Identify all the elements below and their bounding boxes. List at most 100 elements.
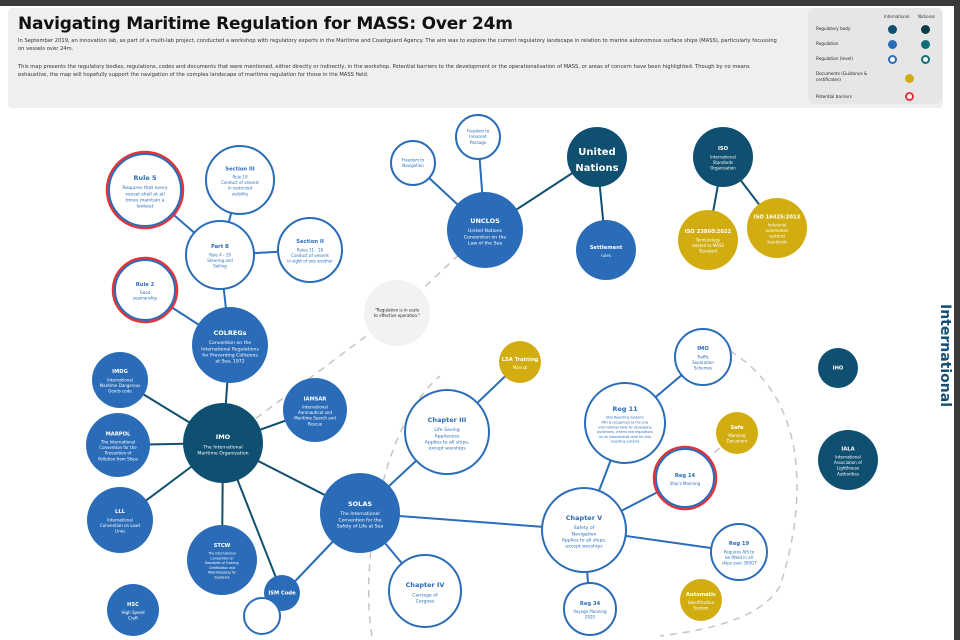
node-circle [678, 210, 738, 270]
node-line: Craft [128, 616, 138, 621]
node-line: Prevention of [105, 451, 132, 456]
node-line: ships over 300GT [722, 560, 757, 565]
node-line: Requires AIS to [724, 549, 755, 554]
node-circle [747, 198, 807, 258]
page: Navigating Maritime Regulation for MASS:… [0, 6, 954, 640]
node-title: Safe [730, 425, 743, 431]
node-line: The International [100, 439, 135, 444]
node-line: Safety of [574, 525, 595, 531]
node-circle [576, 220, 636, 280]
header-panel: Navigating Maritime Regulation for MASS:… [8, 8, 943, 108]
node-circle [567, 127, 627, 187]
node-line: on an international level for ship [599, 435, 651, 439]
node-line: Traffic [696, 354, 709, 359]
legend-regulation: Regulation [816, 41, 839, 46]
node-line: Freedom to [402, 157, 425, 162]
node-circle [187, 525, 257, 595]
node-circle [447, 192, 523, 268]
node-circle [499, 341, 541, 383]
node-title: Reg 14 [675, 473, 696, 479]
node-line: Navigation [402, 163, 424, 168]
node-circle [563, 582, 617, 636]
node-iso16425[interactable]: ISO 16425:2013Industrialautomationsystem… [747, 198, 807, 258]
node-line: Separation [692, 360, 714, 365]
node-line: Manual [513, 365, 528, 370]
node-circle [693, 127, 753, 187]
node-line: Rescue [308, 421, 323, 426]
node-title: SOLAS [348, 500, 372, 508]
node-line: Applies to all ships, [562, 537, 607, 543]
node-line: lookout [137, 204, 154, 210]
node-line: "Regulation is in scale [375, 307, 420, 312]
node-circle [192, 307, 268, 383]
node-line: Aeronautical and [298, 410, 332, 415]
legend-documents: Documents (Guidance & certificates) [816, 71, 868, 82]
node-line: seamanship [133, 296, 158, 301]
node-line: Convention on Load [100, 523, 140, 528]
node-line: except warships [565, 544, 603, 550]
node-line: Applies to all ships, [425, 439, 470, 445]
node-line: Good [140, 290, 151, 295]
node-line: Watchkeeping for [208, 571, 237, 575]
node-line: Standards [713, 160, 733, 165]
node-line: The International [202, 444, 242, 450]
node-line: standards [767, 239, 787, 244]
node-line: Manning [728, 433, 746, 438]
node-line: to effective operation." [374, 313, 420, 318]
node-line: Law of the Sea [468, 241, 502, 247]
node-line: Maritime Search and [294, 416, 336, 421]
node-iho[interactable]: IHO [818, 348, 858, 388]
description-paragraph: This map presents the regulatory bodies,… [18, 64, 750, 78]
node-line: in sight of one another [287, 258, 333, 263]
node-line: in restricted [228, 186, 253, 191]
node-line: international body for developing [598, 425, 651, 429]
node-line: System [694, 606, 709, 611]
node-title: Reg 11 [612, 405, 638, 413]
legend-dot-nat-reg [921, 40, 930, 49]
node-line: Carriage of [412, 592, 438, 598]
legend-dot-intl-level [888, 55, 897, 64]
node-line: United Nations [468, 228, 503, 234]
node-line: Lines [115, 528, 125, 533]
node-cut[interactable] [243, 597, 281, 635]
legend-col-national: National [918, 14, 935, 19]
intro-paragraph: In September 2019, an innovation lab, as… [18, 38, 777, 52]
node-line: except warships [428, 446, 466, 452]
node-circle [185, 220, 255, 290]
node-title: IMO [697, 346, 709, 352]
